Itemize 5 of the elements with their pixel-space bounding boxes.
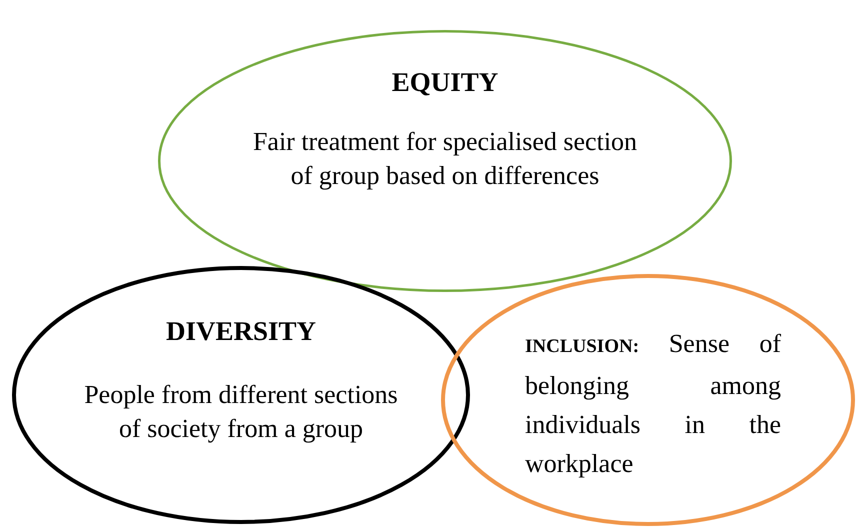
heading: DIVERSITY — [164, 316, 318, 347]
description: Fair treatment for specialised section of group based on differences — [252, 126, 638, 192]
description: People from different sections of society from a group — [83, 379, 399, 445]
description: INCLUSION: Sense of belonging among individuals in the workplace — [525, 328, 781, 480]
heading: EQUITY — [390, 67, 500, 98]
